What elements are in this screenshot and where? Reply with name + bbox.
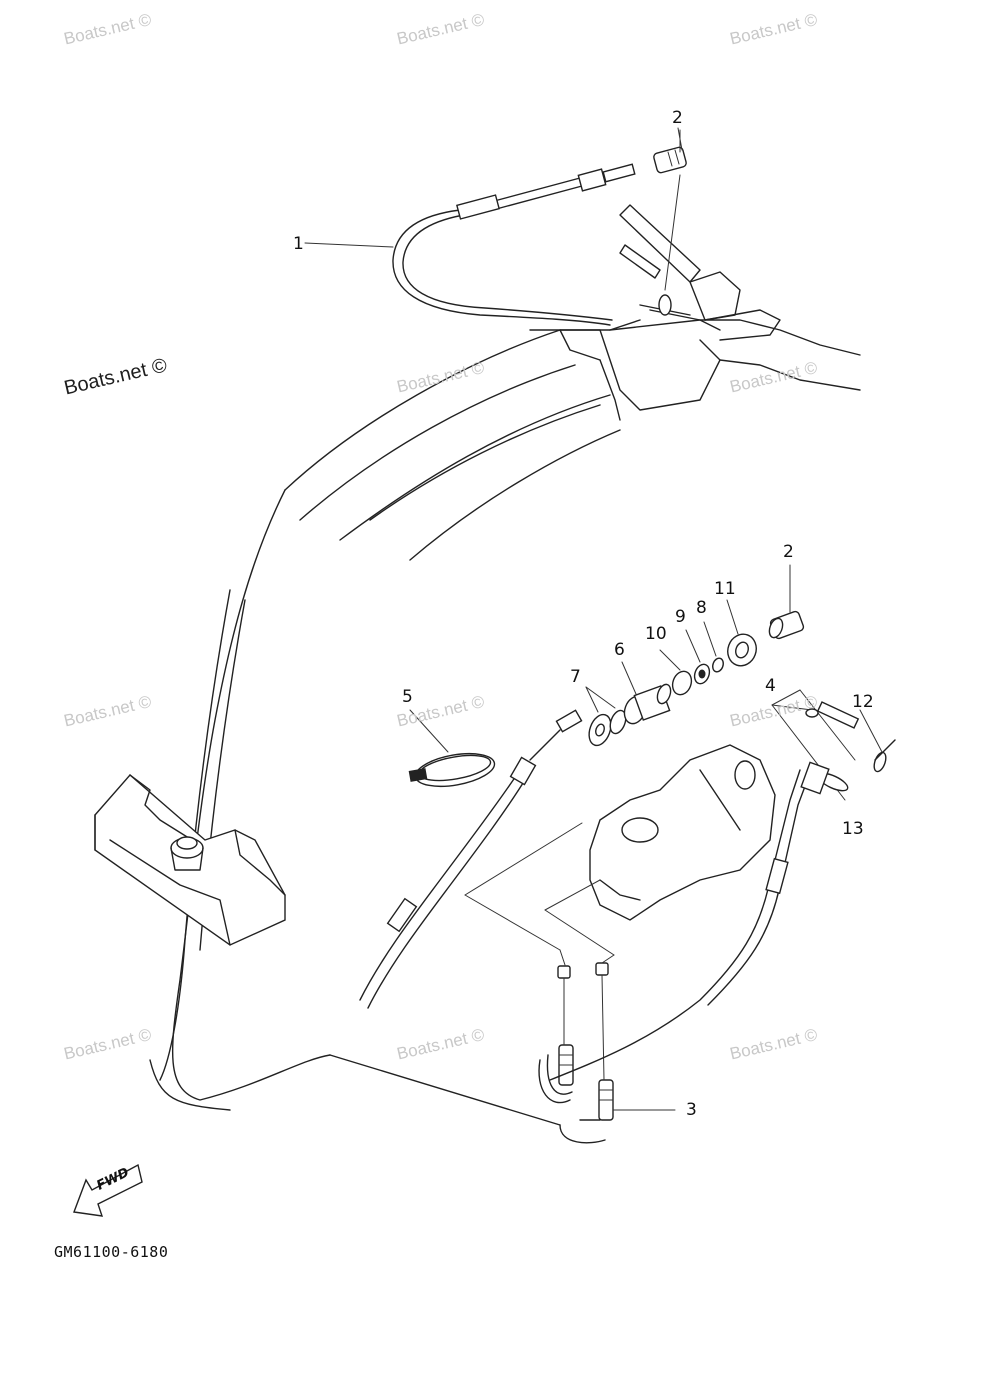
callout-4: 4: [765, 676, 776, 696]
hull-outline: [159, 319, 861, 1126]
callout-9: 9: [675, 607, 686, 627]
part-2-top: [653, 129, 687, 291]
fwd-indicator: FWD: [66, 1158, 152, 1222]
callout-1: 1: [293, 234, 304, 254]
callout-6: 6: [614, 640, 625, 660]
lower-cable-left: [149, 1059, 231, 1111]
handlebar-assembly: [619, 204, 781, 341]
callout-8: 8: [696, 598, 707, 618]
callout-7: 7: [570, 667, 581, 687]
callout-2-top: 2: [672, 108, 683, 128]
fwd-label: FWD: [94, 1165, 132, 1194]
fittings-3: [557, 962, 676, 1121]
steering-unit: [464, 744, 776, 966]
callout-11: 11: [714, 579, 736, 599]
cable-3: [359, 709, 611, 1144]
hose-clamp-5: [408, 709, 496, 788]
diagram-code: GM61100-6180: [54, 1243, 169, 1261]
cable-1: [392, 163, 636, 326]
parts-right-cluster: [549, 689, 896, 1081]
callout-12: 12: [852, 692, 874, 712]
seat-block: [94, 774, 286, 946]
callout-13: 13: [842, 819, 864, 839]
callout-2-mid: 2: [783, 542, 794, 562]
callout-leaders: [304, 127, 683, 248]
callout-5: 5: [402, 687, 413, 707]
fwd-arrow: [73, 1163, 143, 1217]
parts-row: [585, 564, 805, 747]
callout-3: 3: [686, 1100, 697, 1120]
callout-10: 10: [645, 624, 667, 644]
